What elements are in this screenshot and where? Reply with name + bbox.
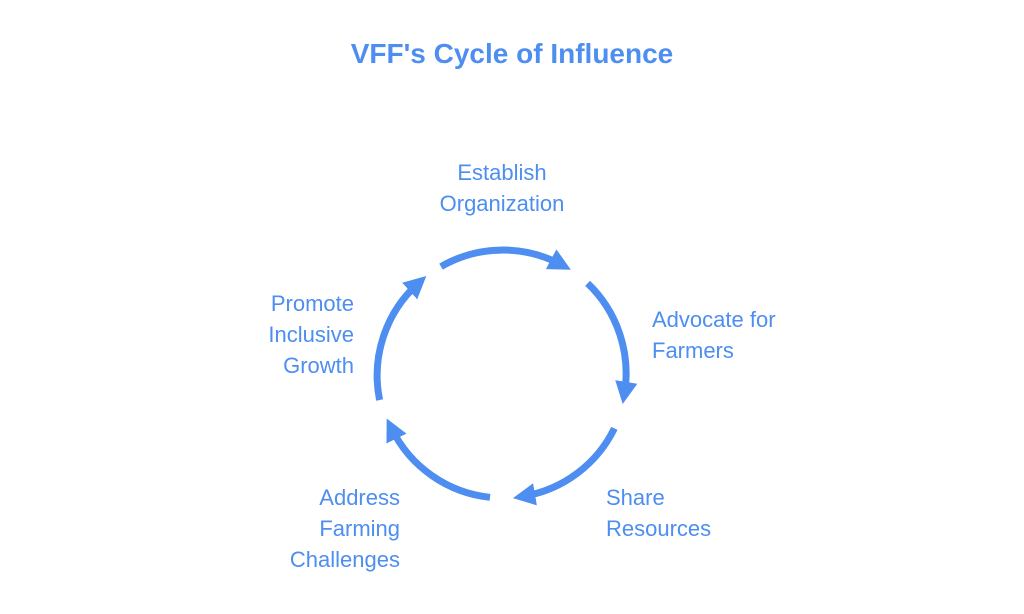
step-label-line: Advocate for — [652, 307, 776, 332]
arrow-promote-to-establish — [373, 275, 427, 401]
step-address-farming-challenges: Address Farming Challenges — [290, 482, 400, 575]
step-advocate-for-farmers: Advocate for Farmers — [652, 304, 776, 366]
step-label-line: Growth — [283, 353, 354, 378]
step-label-line: Challenges — [289, 547, 400, 572]
arrow-establish-to-advocate — [439, 246, 571, 270]
step-establish-organization: Establish Organization — [402, 157, 602, 219]
step-share-resources: Share Resources — [606, 482, 711, 544]
diagram-title: VFF's Cycle of Influence — [350, 38, 674, 69]
step-label-line: Share — [606, 485, 665, 510]
step-label-line: Farming — [319, 516, 400, 541]
step-label-line: Resources — [606, 516, 712, 541]
step-label-line: Establish — [457, 160, 547, 185]
arrow-advocate-to-share — [585, 280, 638, 405]
step-promote-inclusive-growth: Promote Inclusive Growth — [268, 288, 354, 381]
step-label-line: Address — [319, 485, 400, 510]
step-label-line: Farmers — [652, 338, 734, 363]
step-label-line: Promote — [270, 291, 354, 316]
arrow-address-to-promote — [386, 418, 491, 501]
arrow-share-to-address — [512, 426, 618, 506]
step-label-line: Organization — [439, 191, 565, 216]
step-label-line: Inclusive — [268, 322, 354, 347]
